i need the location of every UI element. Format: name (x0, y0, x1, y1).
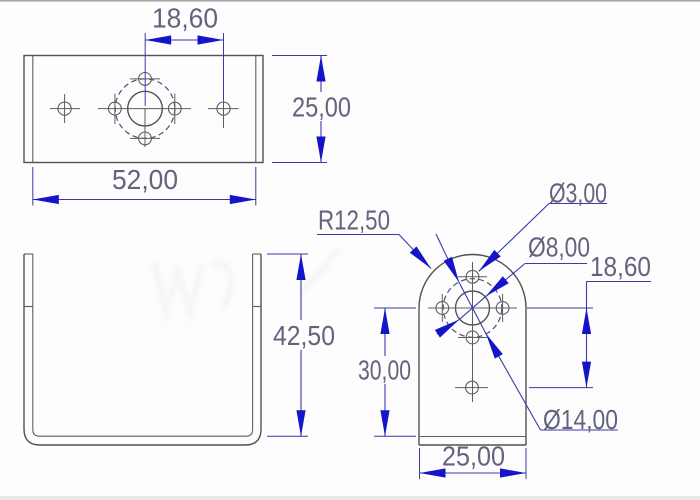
dim-side-width-label: 25,00 (442, 441, 505, 472)
front-view: 42,50 (23, 253, 335, 446)
dim-top-width: 52,00 (32, 164, 257, 206)
dim-top-depth: 25,00 (272, 55, 351, 163)
dim-side-bolt-circle-dia-label: Ø14,00 (543, 404, 618, 435)
dim-side-center-hole-dia: Ø8,00 (434, 232, 590, 338)
dim-side-corner-radius: R12,50 (317, 205, 432, 269)
front-view-inner-contour (32, 254, 254, 437)
dim-side-small-hole-dia: Ø3,00 (478, 178, 607, 272)
side-view: R12,50 Ø3,00 Ø8,00 Ø14,00 (317, 178, 651, 479)
dim-side-small-hole-dia-label: Ø3,00 (549, 178, 607, 209)
page-bottom-band (0, 496, 700, 500)
dim-top-hole-spacing: 18,60 (144, 3, 224, 106)
dim-top-hole-spacing-label: 18,60 (152, 3, 218, 34)
front-view-outer-contour (23, 254, 262, 446)
dim-front-height-label: 42,50 (273, 320, 335, 351)
dim-side-bolt-circle-dia: Ø14,00 (435, 233, 618, 435)
watermark (150, 246, 343, 326)
side-view-outline (418, 253, 527, 445)
dim-side-lower-hole-offset: 18,60 (527, 251, 651, 389)
dim-side-center-height-label: 30,00 (358, 355, 411, 386)
dim-side-width: 25,00 (419, 441, 527, 479)
top-view-centerlines (50, 78, 239, 147)
dim-top-width-label: 52,00 (112, 164, 178, 195)
dim-top-depth-label: 25,00 (292, 92, 351, 123)
dim-side-corner-radius-label: R12,50 (318, 205, 390, 236)
dim-side-center-hole-dia-label: Ø8,00 (528, 232, 590, 263)
top-view: 18,60 25,00 52,00 (23, 3, 351, 206)
dim-side-center-height: 30,00 (358, 307, 416, 437)
dim-side-lower-hole-offset-label: 18,60 (590, 251, 651, 282)
top-view-plate-outline (23, 54, 264, 164)
dim-front-height: 42,50 (267, 253, 335, 437)
